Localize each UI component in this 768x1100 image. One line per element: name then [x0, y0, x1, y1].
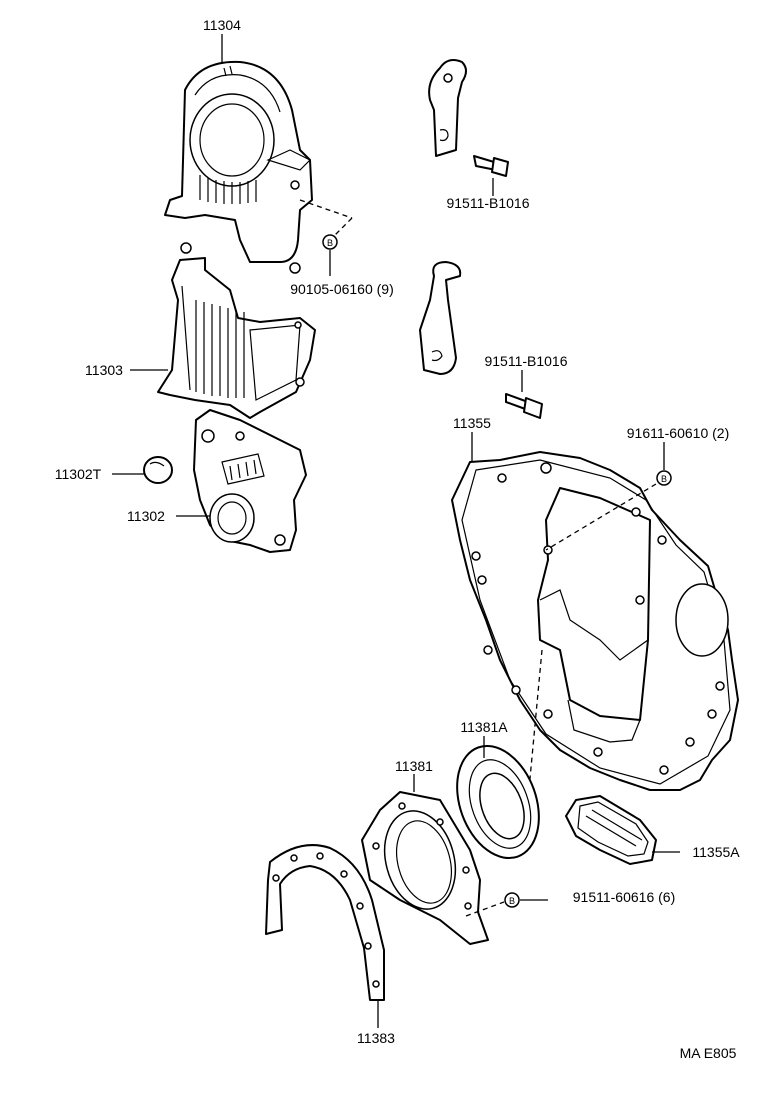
- drawing-code: MA E805: [680, 1045, 737, 1061]
- svg-text:B: B: [661, 474, 667, 484]
- svg-text:B: B: [509, 896, 515, 906]
- dashed-link-11304: [299, 199, 353, 219]
- dashed-link-91511-606: [465, 901, 505, 917]
- part-11303-middle-timing-cover: [157, 242, 316, 419]
- label-11381A: 11381A: [460, 719, 508, 735]
- bolt-91511-lower: [505, 393, 543, 419]
- part-11381-seal-retainer: [361, 791, 489, 945]
- label-91511-B1016-upper: 91511-B1016: [446, 195, 529, 211]
- dashed-link-11381A: [527, 649, 543, 801]
- label-11304: 11304: [203, 17, 241, 33]
- part-11302T-plug: [143, 456, 173, 484]
- part-11355-end-plate: [451, 451, 739, 791]
- bolt-marker-b3: B: [504, 892, 520, 908]
- label-11355: 11355: [453, 415, 491, 431]
- bolt-91511-upper: [473, 155, 509, 177]
- label-11383: 11383: [357, 1030, 395, 1046]
- bolt-marker-b2: B: [656, 470, 672, 486]
- label-91611-60610: 91611-60610 (2): [627, 425, 729, 441]
- label-11355A: 11355A: [692, 844, 740, 860]
- label-90105-06160: 90105-06160 (9): [290, 281, 394, 297]
- dashed-link-91611: [545, 483, 657, 551]
- part-11302-lower-timing-cover: [193, 409, 307, 553]
- part-11383-gasket: [265, 844, 385, 1001]
- bracket-upper: [428, 59, 467, 157]
- label-11303: 11303: [85, 362, 123, 378]
- bracket-lower: [419, 261, 462, 375]
- part-11355A-cover: [565, 795, 657, 865]
- label-91511-B1016-lower: 91511-B1016: [484, 353, 567, 369]
- part-11304-upper-timing-cover: [164, 60, 313, 274]
- dashed-link-11304b: [333, 217, 353, 237]
- part-11381A-oil-seal: [456, 744, 540, 860]
- label-91511-60616: 91511-60616 (6): [573, 889, 675, 905]
- label-11381: 11381: [395, 758, 433, 774]
- label-11302T: 11302T: [55, 466, 102, 482]
- label-11302: 11302: [127, 508, 165, 524]
- svg-text:B: B: [327, 238, 333, 248]
- bolt-marker-b1: B: [322, 234, 338, 250]
